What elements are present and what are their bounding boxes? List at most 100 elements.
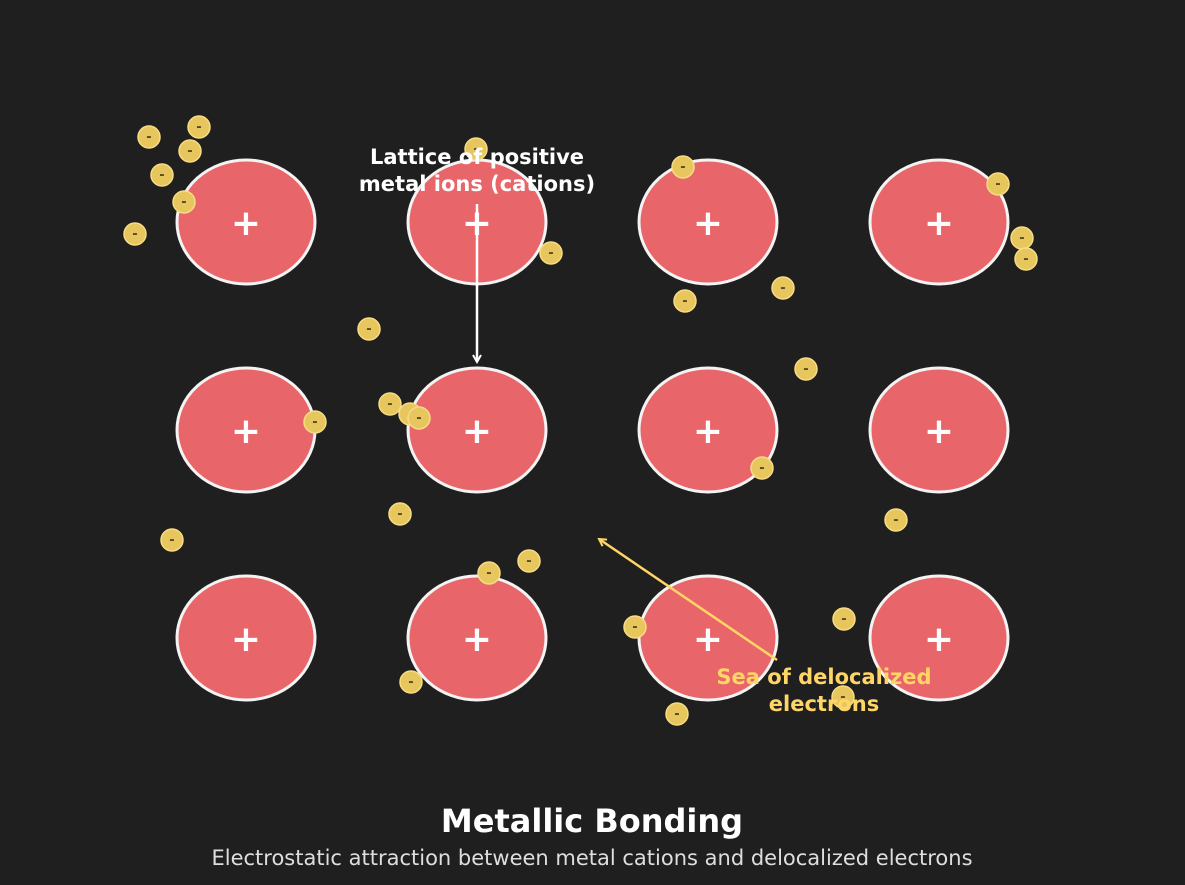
electron-12: -	[771, 276, 795, 300]
cation-charge-sign: +	[231, 619, 261, 660]
electron-body	[884, 508, 908, 532]
cation-charge-sign: +	[231, 203, 261, 244]
electron-charge-sign: -	[680, 160, 685, 175]
electron-body	[399, 670, 423, 694]
electron-body	[673, 289, 697, 313]
electron-body	[623, 615, 647, 639]
electron-charge-sign: -	[893, 513, 898, 528]
electron-13: -	[794, 357, 818, 381]
diagram-title: Metallic Bonding	[441, 802, 743, 840]
electron-charge-sign: -	[682, 294, 687, 309]
electron-charge-sign: -	[632, 620, 637, 635]
cation-body	[637, 366, 779, 494]
cation-r2-c2: +	[406, 366, 548, 494]
cation-body	[868, 574, 1010, 702]
electron-body	[172, 190, 196, 214]
cation-body	[406, 366, 548, 494]
electron-20: -	[407, 406, 431, 430]
electron-25: -	[477, 561, 501, 585]
electron-body	[771, 276, 795, 300]
electron-charge-sign: -	[995, 177, 1000, 192]
sea-annotation-line2: electrons	[769, 692, 879, 716]
electron-charge-sign: -	[169, 533, 174, 548]
electron-4: -	[150, 163, 174, 187]
cation-body	[406, 574, 548, 702]
electron-27: -	[399, 670, 423, 694]
electron-charge-sign: -	[526, 554, 531, 569]
electron-body	[665, 702, 689, 726]
electron-body	[1014, 247, 1038, 271]
lattice-annotation-line1: Lattice of positive	[370, 145, 584, 169]
cation-body	[175, 158, 317, 286]
electron-28: -	[623, 615, 647, 639]
electron-6: -	[123, 222, 147, 246]
electron-body	[123, 222, 147, 246]
cation-r3-c2: +	[406, 574, 548, 702]
cation-charge-sign: +	[924, 203, 954, 244]
electron-body	[378, 392, 402, 416]
electron-body	[388, 502, 412, 526]
electron-charge-sign: -	[397, 507, 402, 522]
cation-charge-sign: +	[693, 411, 723, 452]
electron-8: -	[539, 241, 563, 265]
electron-body	[750, 456, 774, 480]
cation-charge-sign: +	[693, 203, 723, 244]
electron-5: -	[172, 190, 196, 214]
electron-23: -	[388, 502, 412, 526]
electron-charge-sign: -	[473, 142, 478, 157]
cation-r1-c4: +	[868, 158, 1010, 286]
cation-body	[637, 158, 779, 286]
electron-body	[794, 357, 818, 381]
sea-annotation-line1: Sea of delocalized	[716, 665, 931, 689]
electron-22: -	[160, 528, 184, 552]
cation-charge-sign: +	[693, 619, 723, 660]
electron-10: -	[671, 155, 695, 179]
electron-charge-sign: -	[312, 415, 317, 430]
cation-r1-c1: +	[175, 158, 317, 286]
electron-charge-sign: -	[196, 120, 201, 135]
electron-charge-sign: -	[146, 130, 151, 145]
electron-3: -	[178, 139, 202, 163]
electron-16: -	[1014, 247, 1038, 271]
electron-17: -	[303, 410, 327, 434]
electron-24: -	[517, 549, 541, 573]
electron-26: -	[884, 508, 908, 532]
cation-lattice: ++++++++++++	[175, 158, 1010, 702]
electron-charge-sign: -	[366, 322, 371, 337]
cation-charge-sign: +	[462, 411, 492, 452]
electron-body	[357, 317, 381, 341]
cation-body	[175, 574, 317, 702]
electron-charge-sign: -	[548, 246, 553, 261]
electron-29: -	[665, 702, 689, 726]
cation-body	[868, 366, 1010, 494]
electron-charge-sign: -	[759, 461, 764, 476]
electron-body	[303, 410, 327, 434]
electron-charge-sign: -	[1023, 252, 1028, 267]
electron-body	[160, 528, 184, 552]
cation-charge-sign: +	[462, 619, 492, 660]
electron-body	[832, 607, 856, 631]
cation-charge-sign: +	[924, 619, 954, 660]
electron-sea: -------------------------------	[123, 115, 1038, 726]
electron-21: -	[750, 456, 774, 480]
electron-body	[539, 241, 563, 265]
electron-charge-sign: -	[803, 362, 808, 377]
electron-charge-sign: -	[132, 227, 137, 242]
electron-charge-sign: -	[1019, 231, 1024, 246]
electron-charge-sign: -	[387, 397, 392, 412]
cation-r2-c1: +	[175, 366, 317, 494]
electron-11: -	[673, 289, 697, 313]
electron-body	[407, 406, 431, 430]
diagram-subtitle: Electrostatic attraction between metal c…	[211, 846, 972, 870]
electron-charge-sign: -	[841, 612, 846, 627]
electron-15: -	[1010, 226, 1034, 250]
electron-body	[986, 172, 1010, 196]
electron-30: -	[832, 607, 856, 631]
electron-charge-sign: -	[187, 144, 192, 159]
electron-body	[831, 685, 855, 709]
lattice-annotation-line2: metal ions (cations)	[359, 172, 595, 196]
cation-r2-c3: +	[637, 366, 779, 494]
electron-charge-sign: -	[416, 411, 421, 426]
